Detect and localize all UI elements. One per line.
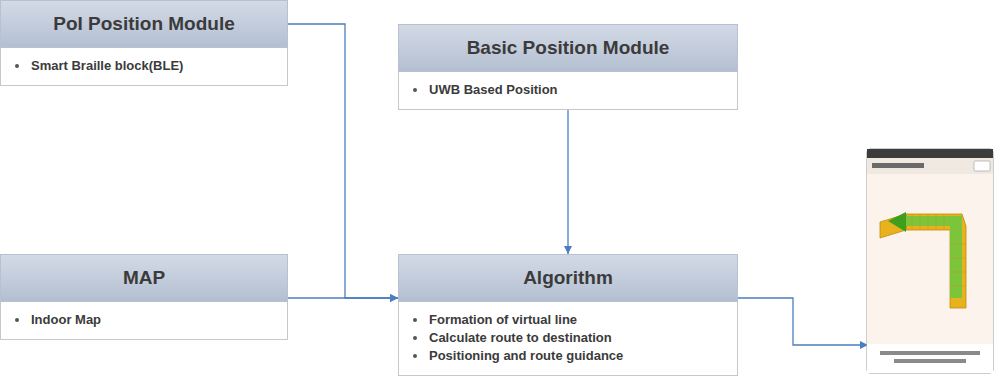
bullet-dot [413, 354, 417, 358]
phone-screenshot [866, 148, 994, 374]
module-heading: MAP [0, 254, 288, 302]
module-box: PoI Position ModuleSmart Braille block(B… [0, 0, 288, 86]
module-heading: Algorithm [398, 254, 738, 302]
bullet-dot [413, 318, 417, 322]
bullet-item: UWB Based Position [411, 81, 725, 99]
bullet-text: UWB Based Position [429, 81, 558, 99]
arrowhead [390, 294, 398, 302]
module-body: UWB Based Position [398, 72, 738, 110]
bullet-text: Indoor Map [31, 311, 101, 329]
bullet-item: Positioning and route guidance [411, 347, 725, 365]
connector-line [288, 24, 398, 298]
bullet-dot [15, 318, 19, 322]
bullet-item: Indoor Map [13, 311, 275, 329]
heading-text: PoI Position Module [53, 13, 235, 35]
bullet-dot [413, 336, 417, 340]
bullet-item: Smart Braille block(BLE) [13, 57, 275, 75]
heading-text: Basic Position Module [467, 37, 670, 59]
module-box: Basic Position ModuleUWB Based Position [398, 24, 738, 110]
bullet-text: Smart Braille block(BLE) [31, 57, 183, 75]
bullet-item: Calculate route to destination [411, 329, 725, 347]
connector-line [288, 297, 398, 298]
module-heading: PoI Position Module [0, 0, 288, 48]
heading-text: MAP [123, 267, 165, 289]
arrowhead [390, 294, 398, 302]
heading-text: Algorithm [523, 267, 613, 289]
module-box: MAP Indoor Map [0, 254, 288, 340]
bullet-dot [413, 88, 417, 92]
module-box: AlgorithmFormation of virtual lineCalcul… [398, 254, 738, 376]
module-body: Formation of virtual lineCalculate route… [398, 302, 738, 376]
output-line [738, 298, 862, 345]
bullet-text: Formation of virtual line [429, 311, 577, 329]
bullet-text: Calculate route to destination [429, 329, 612, 347]
bullet-dot [15, 64, 19, 68]
arrowhead [564, 246, 572, 254]
bullet-item: Formation of virtual line [411, 311, 725, 329]
module-body: Smart Braille block(BLE) [0, 48, 288, 86]
module-body: Indoor Map [0, 302, 288, 340]
module-heading: Basic Position Module [398, 24, 738, 72]
connector-line [567, 110, 568, 254]
bullet-text: Positioning and route guidance [429, 347, 623, 365]
